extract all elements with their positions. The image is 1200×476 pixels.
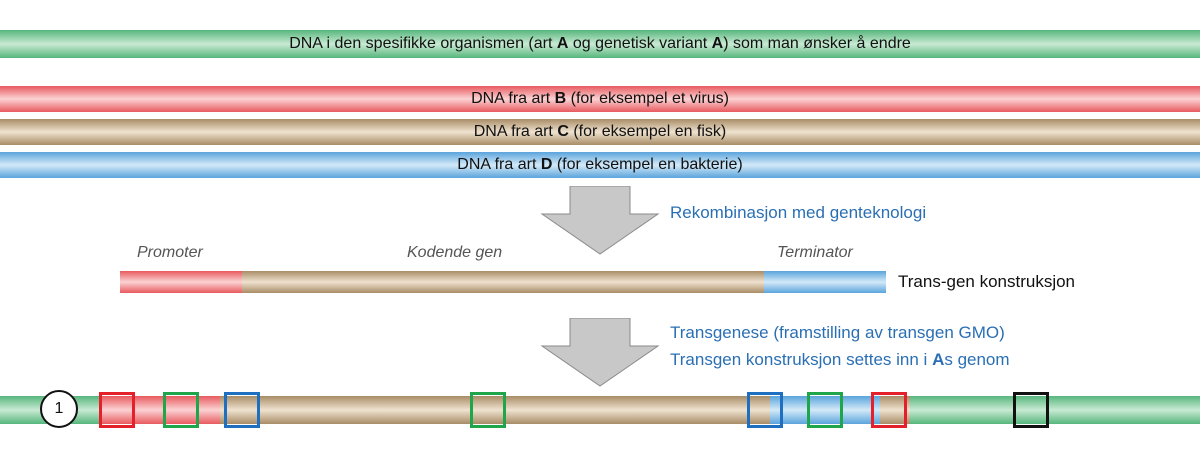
dna-band-d-label: DNA fra art D (for eksempel en bakterie) [457, 156, 743, 173]
species-d-site-box [747, 392, 783, 428]
species-a-site-box [470, 392, 506, 428]
dna-band-b-label: DNA fra art B (for eksempel et virus) [471, 90, 729, 107]
dna-band-species-b: DNA fra art B (for eksempel et virus) [0, 86, 1200, 112]
dna-band-species-c: DNA fra art C (for eksempel en fisk) [0, 119, 1200, 145]
final-promoter-segment [100, 396, 220, 424]
terminator-label: Terminator [777, 244, 853, 261]
dna-band-species-a: DNA i den spesifikke organismen (art A o… [0, 30, 1200, 58]
down-arrow-icon [540, 318, 660, 387]
step1-note: Rekombinasjon med genteknologi [670, 203, 927, 222]
step-marker: 1 [40, 390, 78, 428]
target-site-box [1013, 392, 1049, 428]
dna-band-species-d: DNA fra art D (for eksempel en bakterie) [0, 152, 1200, 178]
dna-band-a-label: DNA i den spesifikke organismen (art A o… [289, 35, 911, 52]
species-b-site-box [99, 392, 135, 428]
dna-band-c-label: DNA fra art C (for eksempel en fisk) [473, 123, 727, 140]
species-b-site-box [871, 392, 907, 428]
final-coding-segment [220, 396, 770, 424]
species-d-site-box [224, 392, 260, 428]
species-a-site-box [807, 392, 843, 428]
construct-label: Trans-gen konstruksjon [898, 272, 1076, 291]
down-arrow-icon [540, 186, 660, 255]
coding-gene-label: Kodende gen [407, 244, 503, 261]
construct-coding-segment [242, 271, 764, 293]
promoter-label: Promoter [137, 244, 203, 261]
step2-note-line2: Transgen konstruksjon settes inn i As ge… [670, 350, 1010, 369]
construct-terminator-segment [764, 271, 886, 293]
step2-note-line1: Transgenese (framstilling av transgen GM… [670, 323, 1005, 342]
construct-promoter-segment [120, 271, 242, 293]
species-a-site-box [163, 392, 199, 428]
final-terminator-segment [770, 396, 880, 424]
